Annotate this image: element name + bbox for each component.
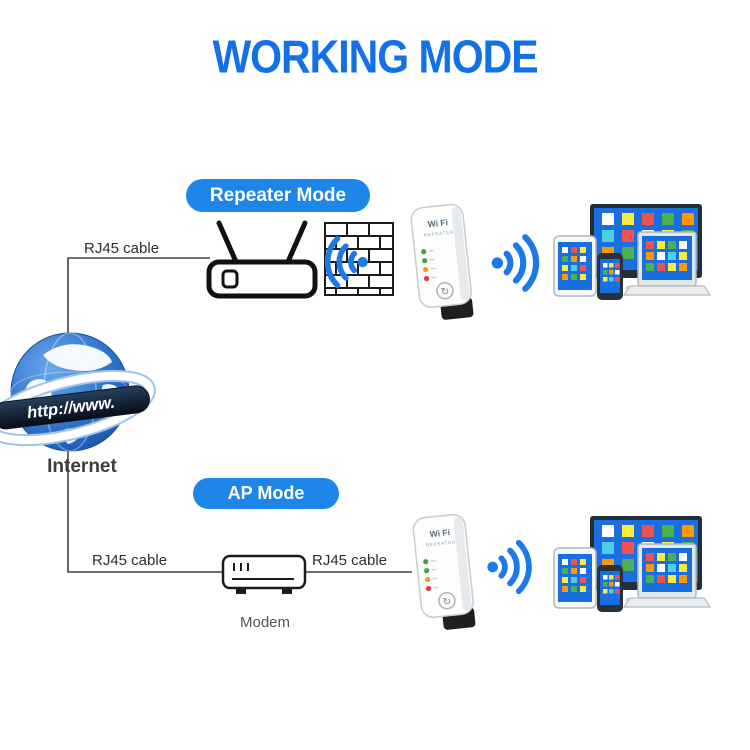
globe-orbit-swoosh bbox=[0, 369, 156, 447]
device-brand-bottom: REPEATER bbox=[426, 539, 457, 547]
client-devices-top bbox=[552, 202, 712, 302]
wifi-repeater-device: Wi Fi REPEATER ↻ bbox=[400, 201, 482, 326]
svg-text:↻: ↻ bbox=[440, 286, 449, 298]
internet-banner: http://www. bbox=[0, 385, 150, 430]
tablet-icon bbox=[553, 547, 597, 609]
rj45-label-bottom-right: RJ45 cable bbox=[312, 552, 388, 569]
phone-icon bbox=[597, 253, 623, 300]
wifi-signal-bottom-icon bbox=[483, 538, 541, 596]
device-led-indicators bbox=[423, 559, 439, 592]
svg-text:↻: ↻ bbox=[442, 596, 451, 608]
device-brand-bottom: REPEATER bbox=[424, 229, 455, 237]
laptop-icon bbox=[622, 543, 712, 608]
router-icon bbox=[205, 218, 320, 303]
device-brand-top: Wi Fi bbox=[429, 527, 450, 539]
wps-button: ↻ bbox=[438, 591, 456, 610]
tablet-icon bbox=[553, 235, 597, 297]
wifi-signal-wall-icon bbox=[316, 234, 372, 290]
rj45-label-top: RJ45 cable bbox=[84, 240, 160, 257]
page-title: WORKING MODE bbox=[212, 31, 538, 83]
device-led-indicators bbox=[421, 249, 437, 282]
wps-button: ↻ bbox=[436, 281, 454, 300]
modem-label: Modem bbox=[239, 614, 291, 631]
device-brand-top: Wi Fi bbox=[427, 217, 448, 229]
phone-icon bbox=[597, 565, 623, 612]
repeater-mode-badge: Repeater Mode bbox=[186, 179, 370, 212]
wifi-signal-top-icon bbox=[487, 232, 549, 294]
client-devices-bottom bbox=[552, 514, 712, 614]
internet-globe-icon: http://www. bbox=[0, 330, 168, 490]
laptop-icon bbox=[622, 231, 712, 296]
wifi-repeater-device-ap: Wi Fi REPEATER ↻ bbox=[402, 511, 484, 636]
rj45-label-bottom-left: RJ45 cable bbox=[92, 552, 168, 569]
ap-mode-badge: AP Mode bbox=[193, 478, 339, 509]
internet-label: Internet bbox=[47, 456, 117, 477]
modem-icon bbox=[220, 550, 310, 610]
